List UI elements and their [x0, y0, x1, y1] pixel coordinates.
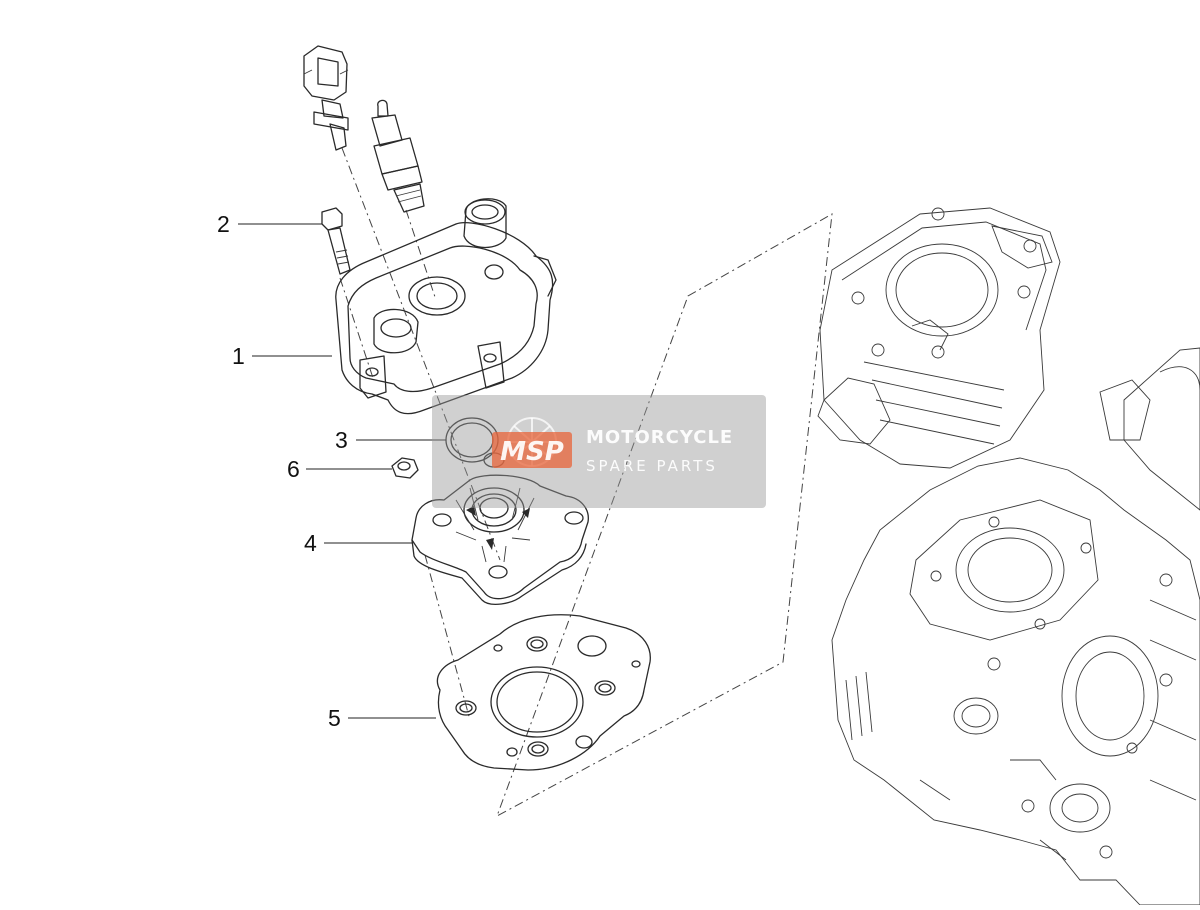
- assembly-outline: [496, 213, 833, 818]
- axis-line-plug: [405, 209, 437, 301]
- head-gasket-part-5: [436, 614, 651, 771]
- callout-2: 2: [217, 211, 230, 237]
- callout-1: 1: [232, 343, 245, 369]
- cylinder-block: [817, 207, 1061, 469]
- callout-3: 3: [335, 427, 348, 453]
- bolt-part-2: [321, 207, 351, 275]
- nut-part-6: [391, 457, 419, 479]
- watermark-line2: SPARE PARTS: [586, 457, 718, 475]
- callout-5: 5: [328, 705, 341, 731]
- watermark-line1: MOTORCYCLE: [586, 427, 734, 448]
- head-cover-part-1: [335, 198, 557, 415]
- msp-logo: MSP: [492, 417, 572, 468]
- cylinder-head-part-4: [411, 452, 589, 606]
- callout-6: 6: [287, 456, 300, 482]
- callout-4: 4: [304, 530, 317, 556]
- temperature-sensor: [303, 45, 349, 151]
- spark-plug: [371, 99, 425, 213]
- msp-logo-text: MSP: [500, 437, 564, 467]
- axis-line-sensor: [341, 147, 501, 561]
- watermark-banner: [432, 395, 766, 508]
- axis-line-bolt: [339, 277, 374, 379]
